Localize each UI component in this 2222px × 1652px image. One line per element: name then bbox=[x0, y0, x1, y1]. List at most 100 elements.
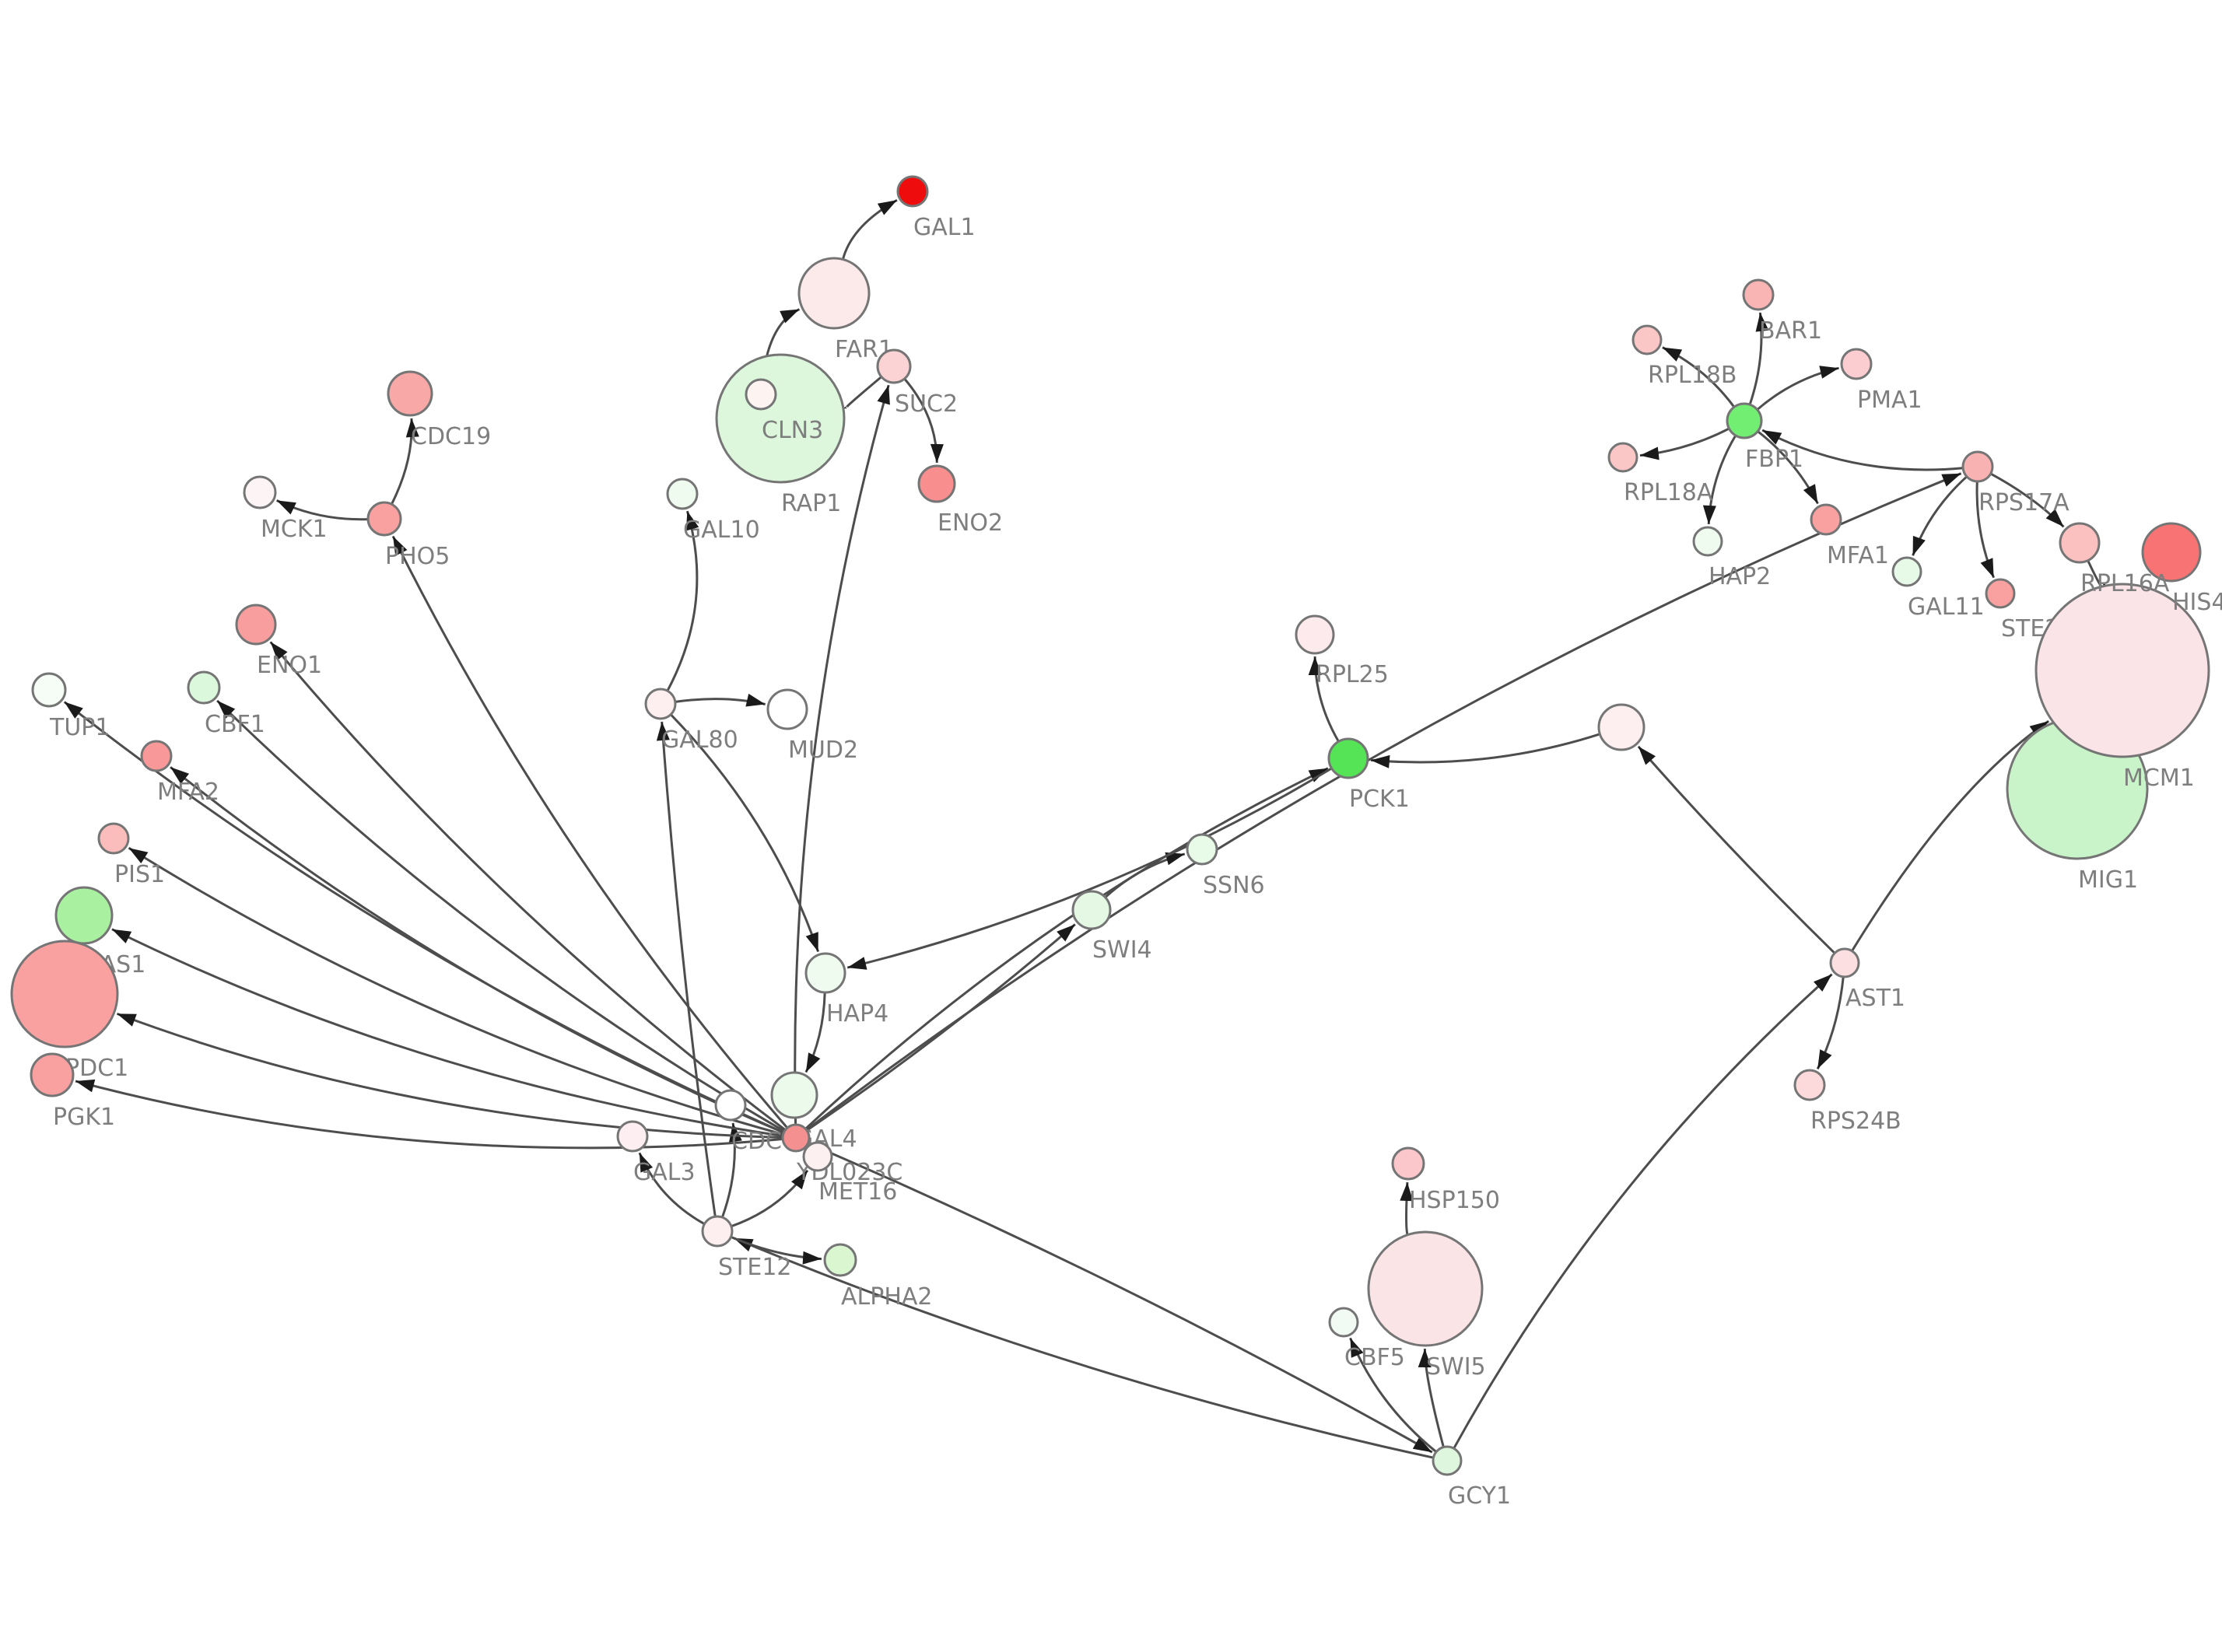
node-MET16[interactable]: MET16 bbox=[802, 1141, 897, 1206]
node-circle-GAL11[interactable] bbox=[1891, 556, 1922, 587]
node-GAL11[interactable]: GAL11 bbox=[1891, 556, 1985, 621]
node-circle-YDL023C[interactable] bbox=[781, 1123, 811, 1153]
node-circle-PHO5[interactable] bbox=[366, 501, 402, 537]
edge-GAL80-MUD2[interactable] bbox=[675, 693, 766, 707]
edge-AST1-UNNAMED[interactable] bbox=[1637, 745, 1836, 954]
node-circle-BAR1[interactable] bbox=[1742, 278, 1775, 311]
node-HIS4[interactable]: HIS4 bbox=[2141, 522, 2222, 616]
node-circle-STE2[interactable] bbox=[1985, 578, 2016, 609]
node-circle-PCK1[interactable] bbox=[1327, 737, 1369, 779]
node-HSP150[interactable]: HSP150 bbox=[1391, 1146, 1500, 1214]
node-circle-FAR1[interactable] bbox=[797, 257, 871, 330]
node-CBF5[interactable]: CBF5 bbox=[1328, 1307, 1405, 1371]
edge-YDL023C-SUC2[interactable] bbox=[794, 384, 890, 1125]
node-circle-RPS24B[interactable] bbox=[1793, 1069, 1826, 1101]
node-PHO5[interactable]: PHO5 bbox=[366, 501, 450, 570]
node-GAL3[interactable]: GAL3 bbox=[616, 1120, 696, 1186]
node-GAL10[interactable]: GAL10 bbox=[666, 478, 760, 544]
node-ENO1[interactable]: ENO1 bbox=[235, 604, 322, 679]
node-ALPHA2[interactable]: ALPHA2 bbox=[823, 1243, 933, 1311]
node-TUP1[interactable]: TUP1 bbox=[31, 672, 110, 741]
node-circle-MET16[interactable] bbox=[802, 1141, 833, 1172]
edge-YDL023C-TUP1[interactable] bbox=[63, 701, 785, 1134]
node-circle-MFA2[interactable] bbox=[140, 740, 173, 772]
edge-GAL80-GAL10[interactable] bbox=[666, 510, 699, 691]
node-circle-PGK1[interactable] bbox=[30, 1052, 75, 1097]
edge-RPS17A-RPL16A[interactable] bbox=[1989, 472, 2065, 528]
node-RPL18A[interactable]: RPL18A bbox=[1607, 442, 1713, 506]
node-circle-AST1[interactable] bbox=[1829, 947, 1860, 978]
node-circle-HAP4[interactable] bbox=[804, 952, 846, 994]
node-circle-CDC6[interactable] bbox=[714, 1089, 747, 1122]
edge-STE12-ALPHA2[interactable] bbox=[730, 1236, 822, 1265]
edge-YDL023C-ENO1[interactable] bbox=[269, 641, 787, 1131]
node-circle-CLN3[interactable] bbox=[745, 378, 777, 411]
node-SUC2[interactable]: SUC2 bbox=[876, 348, 958, 418]
node-PGK1[interactable]: PGK1 bbox=[30, 1052, 115, 1131]
node-circle-CDC19[interactable] bbox=[387, 370, 433, 417]
node-FBP1[interactable]: FBP1 bbox=[1726, 402, 1803, 473]
node-RPL25[interactable]: RPL25 bbox=[1295, 614, 1389, 688]
edge-YDL023C-PDC1[interactable] bbox=[116, 1012, 783, 1139]
node-CLN3[interactable]: CLN3 bbox=[745, 378, 823, 444]
edge-YDL023C-CBF1[interactable] bbox=[216, 699, 786, 1132]
node-circle-GAL1[interactable] bbox=[896, 175, 929, 208]
node-GCY1[interactable]: GCY1 bbox=[1432, 1445, 1511, 1510]
node-BAR1[interactable]: BAR1 bbox=[1742, 278, 1822, 345]
node-RPS24B[interactable]: RPS24B bbox=[1793, 1069, 1901, 1135]
edge-FBP1-MFA1[interactable] bbox=[1757, 430, 1819, 505]
edge-RPS17A-FBP1[interactable] bbox=[1761, 429, 1964, 471]
node-circle-CBF5[interactable] bbox=[1328, 1307, 1359, 1338]
edge-PHO5-MCK1[interactable] bbox=[275, 499, 369, 521]
node-circle-GAL4[interactable] bbox=[770, 1071, 818, 1119]
node-PMA1[interactable]: PMA1 bbox=[1840, 348, 1922, 414]
node-circle-TUP1[interactable] bbox=[31, 672, 67, 708]
node-circle-RPL18A[interactable] bbox=[1607, 442, 1638, 473]
node-MFA1[interactable]: MFA1 bbox=[1810, 503, 1889, 569]
node-HAP4[interactable]: HAP4 bbox=[804, 952, 888, 1027]
node-circle-RPL25[interactable] bbox=[1295, 614, 1335, 655]
node-circle-MFA1[interactable] bbox=[1810, 503, 1842, 536]
node-circle-ENO1[interactable] bbox=[235, 604, 277, 646]
node-circle-SUC2[interactable] bbox=[876, 348, 912, 384]
node-STE12[interactable]: STE12 bbox=[701, 1215, 792, 1281]
edge-YDL023C-PHO5[interactable] bbox=[391, 535, 789, 1129]
edge-FBP1-RPL18B[interactable] bbox=[1662, 346, 1736, 408]
edge-PCK1-RPL25[interactable] bbox=[1308, 656, 1340, 743]
node-CBF1[interactable]: CBF1 bbox=[187, 670, 265, 738]
edge-YDL023C-PIS1[interactable] bbox=[128, 846, 783, 1136]
node-circle-GAL80[interactable] bbox=[644, 688, 677, 720]
edge-GCY1-CBF5[interactable] bbox=[1349, 1337, 1437, 1453]
edge-FBP1-BAR1[interactable] bbox=[1748, 312, 1769, 405]
node-AST1[interactable]: AST1 bbox=[1829, 947, 1905, 1012]
node-circle-ALPHA2[interactable] bbox=[823, 1243, 857, 1277]
edge-YDL023C-RAS1[interactable] bbox=[111, 928, 783, 1137]
edge-YDL023C-PGK1[interactable] bbox=[75, 1079, 783, 1150]
node-circle-RPL18B[interactable] bbox=[1631, 324, 1663, 355]
node-ENO2[interactable]: ENO2 bbox=[917, 464, 1003, 537]
node-UNNAMED[interactable] bbox=[1597, 703, 1645, 751]
edge-FBP1-PMA1[interactable] bbox=[1756, 366, 1839, 411]
node-RPS17A[interactable]: RPS17A bbox=[1961, 450, 2070, 516]
node-MFA2[interactable]: MFA2 bbox=[140, 740, 219, 806]
edge-STE12-MET16[interactable] bbox=[731, 1169, 809, 1228]
node-circle-SWI5[interactable] bbox=[1367, 1230, 1484, 1347]
node-PCK1[interactable]: PCK1 bbox=[1327, 737, 1410, 813]
node-CDC19[interactable]: CDC19 bbox=[387, 370, 491, 450]
node-circle-GAL10[interactable] bbox=[666, 478, 699, 510]
edge-GCY1-AST1[interactable] bbox=[1453, 973, 1833, 1449]
node-circle-RPS17A[interactable] bbox=[1961, 450, 1994, 483]
node-circle-UNNAMED[interactable] bbox=[1597, 703, 1645, 751]
node-circle-PIS1[interactable] bbox=[97, 822, 130, 855]
node-circle-HIS4[interactable] bbox=[2141, 522, 2202, 583]
node-circle-GAL3[interactable] bbox=[616, 1120, 649, 1153]
node-MCK1[interactable]: MCK1 bbox=[243, 475, 328, 543]
node-GAL80[interactable]: GAL80 bbox=[644, 688, 738, 754]
edge-RPS17A-GAL11[interactable] bbox=[1912, 475, 1968, 556]
node-circle-MCK1[interactable] bbox=[243, 475, 277, 509]
node-MUD2[interactable]: MUD2 bbox=[766, 688, 858, 764]
edge-YDL023C-SWI4[interactable] bbox=[806, 923, 1076, 1132]
edge-STE12-GAL80[interactable] bbox=[656, 721, 717, 1217]
edge-GAL80-HAP4[interactable] bbox=[670, 713, 820, 953]
edge-SUC2-ENO2[interactable] bbox=[903, 378, 944, 464]
